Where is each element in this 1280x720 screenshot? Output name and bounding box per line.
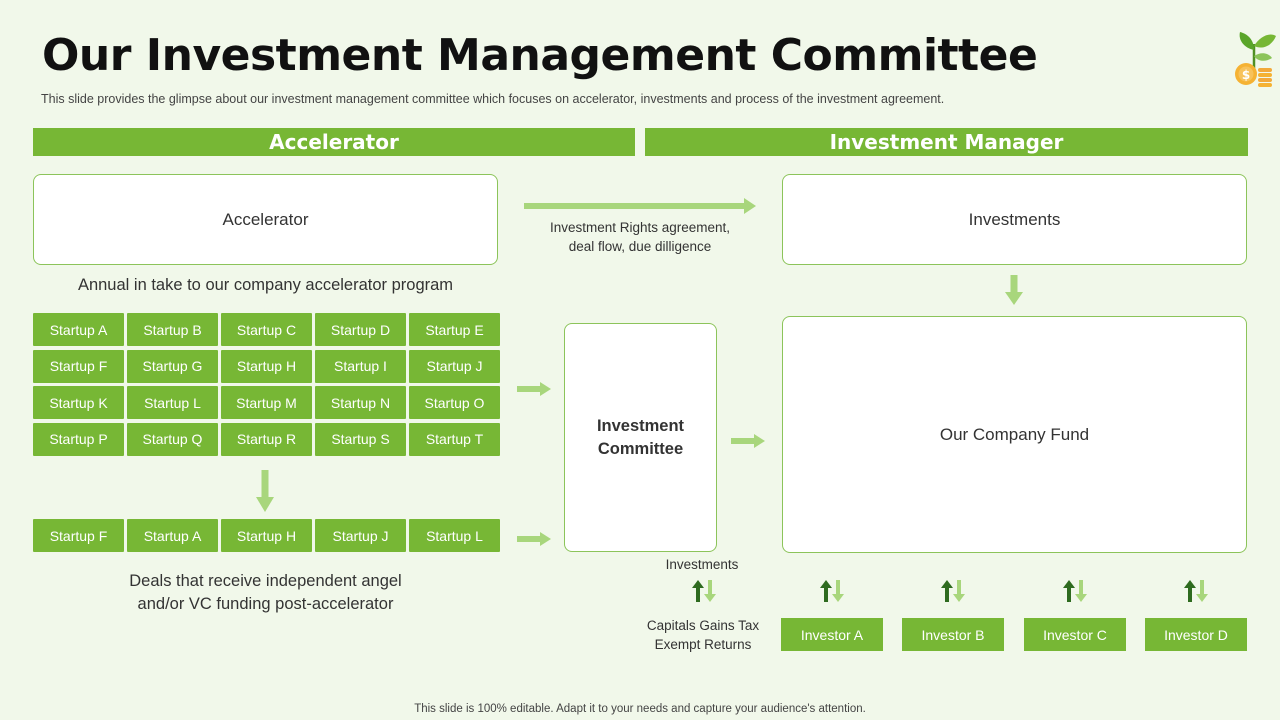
startup-chip: Startup H (221, 349, 312, 383)
startup-chip: Startup I (315, 349, 406, 383)
fund-label: Our Company Fund (939, 424, 1090, 444)
investor-c: Investor C (1024, 618, 1126, 651)
arrow-down-funded (256, 470, 274, 512)
committee-label: Investment Committee (596, 416, 685, 458)
arrow-right-committee-fund (731, 434, 765, 448)
section-investment-manager: Investment Manager (645, 128, 1248, 156)
deals-caption: Deals that receive independent angel and… (129, 572, 402, 613)
startup-chip: Startup K (33, 386, 124, 419)
arrow-updown-investor-c (1063, 580, 1087, 602)
startup-chip: Startup A (33, 313, 124, 346)
startup-chip: Startup F (33, 519, 124, 552)
investment-committee-box: Investment Committee (564, 323, 717, 552)
arrow-right-funded-committee (517, 532, 551, 546)
annual-intake-caption: Annual in take to our company accelerato… (77, 276, 454, 294)
arrow-updown-capital (692, 580, 716, 602)
plant-coin-icon: $ (1230, 26, 1278, 88)
startup-chip: Startup J (315, 519, 406, 552)
agreement-caption: Investment Rights agreement, deal flow, … (549, 220, 731, 254)
accelerator-box: Accelerator (33, 174, 498, 265)
page-subtitle: This slide provides the glimpse about ou… (41, 92, 945, 106)
startup-chip: Startup A (127, 519, 218, 552)
page-title: Our Investment Management Committee (42, 30, 1038, 81)
startup-chip: Startup N (315, 386, 406, 419)
startup-chip: Startup F (33, 349, 124, 383)
arrow-right-grid-committee (517, 382, 551, 396)
arrow-down-fund (1005, 275, 1023, 305)
investments-small-label: Investments (665, 557, 739, 572)
investor-d: Investor D (1145, 618, 1247, 651)
startup-chip: Startup M (221, 386, 312, 419)
startup-chip: Startup S (315, 422, 406, 456)
investments-label: Investments (968, 209, 1061, 229)
arrow-updown-investor-a (820, 580, 844, 602)
startup-chip: Startup B (127, 313, 218, 346)
startup-chip: Startup J (409, 349, 500, 383)
startup-chip: Startup E (409, 313, 500, 346)
startup-chip: Startup L (127, 386, 218, 419)
arrow-updown-investor-b (941, 580, 965, 602)
startup-chip: Startup L (409, 519, 500, 552)
investor-b: Investor B (902, 618, 1004, 651)
startup-chip: Startup R (221, 422, 312, 456)
arrow-updown-investor-d (1184, 580, 1208, 602)
startup-chip: Startup Q (127, 422, 218, 456)
startup-chip: Startup O (409, 386, 500, 419)
investor-a: Investor A (781, 618, 883, 651)
footer-note: This slide is 100% editable. Adapt it to… (414, 703, 866, 715)
accelerator-label: Accelerator (222, 209, 309, 229)
startup-chip: Startup G (127, 349, 218, 383)
startup-chip: Startup H (221, 519, 312, 552)
svg-text:$: $ (1242, 68, 1250, 82)
company-fund-box: Our Company Fund (782, 316, 1247, 553)
startup-chip: Startup C (221, 313, 312, 346)
startup-chip: Startup T (409, 422, 500, 456)
arrow-right-agreement (524, 198, 756, 214)
section-accelerator: Accelerator (33, 128, 635, 156)
startup-chip: Startup P (33, 422, 124, 456)
startup-chip: Startup D (315, 313, 406, 346)
investments-box: Investments (782, 174, 1247, 265)
capital-gains-caption: Capitals Gains Tax Exempt Returns (646, 618, 760, 652)
